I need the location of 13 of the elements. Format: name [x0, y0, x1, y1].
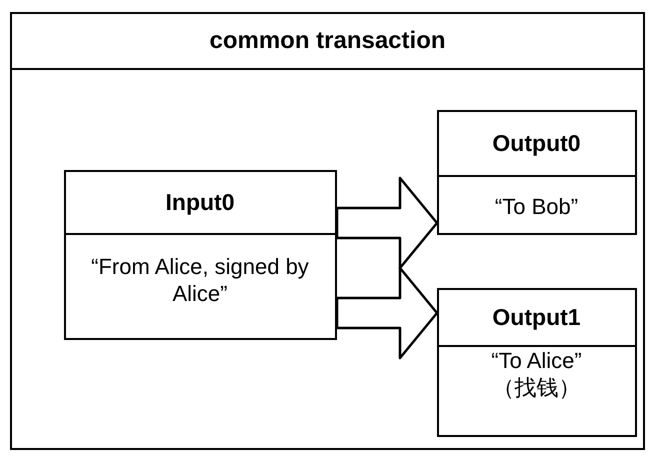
body-text: “To Bob”	[494, 192, 578, 220]
block-arrow	[336, 176, 438, 270]
container-box	[10, 12, 645, 450]
block-arrow	[336, 266, 438, 360]
header-text: common transaction	[209, 27, 446, 55]
body-text: “From Alice, signed by Alice”	[90, 252, 310, 308]
body-text: “To Alice” （找钱）	[490, 346, 583, 402]
table-box	[436, 288, 636, 436]
table-box	[64, 170, 336, 340]
table-box	[436, 110, 636, 234]
header-text: Output0	[492, 130, 581, 156]
header-text: Output1	[492, 304, 581, 330]
header-text: Input0	[166, 188, 234, 216]
